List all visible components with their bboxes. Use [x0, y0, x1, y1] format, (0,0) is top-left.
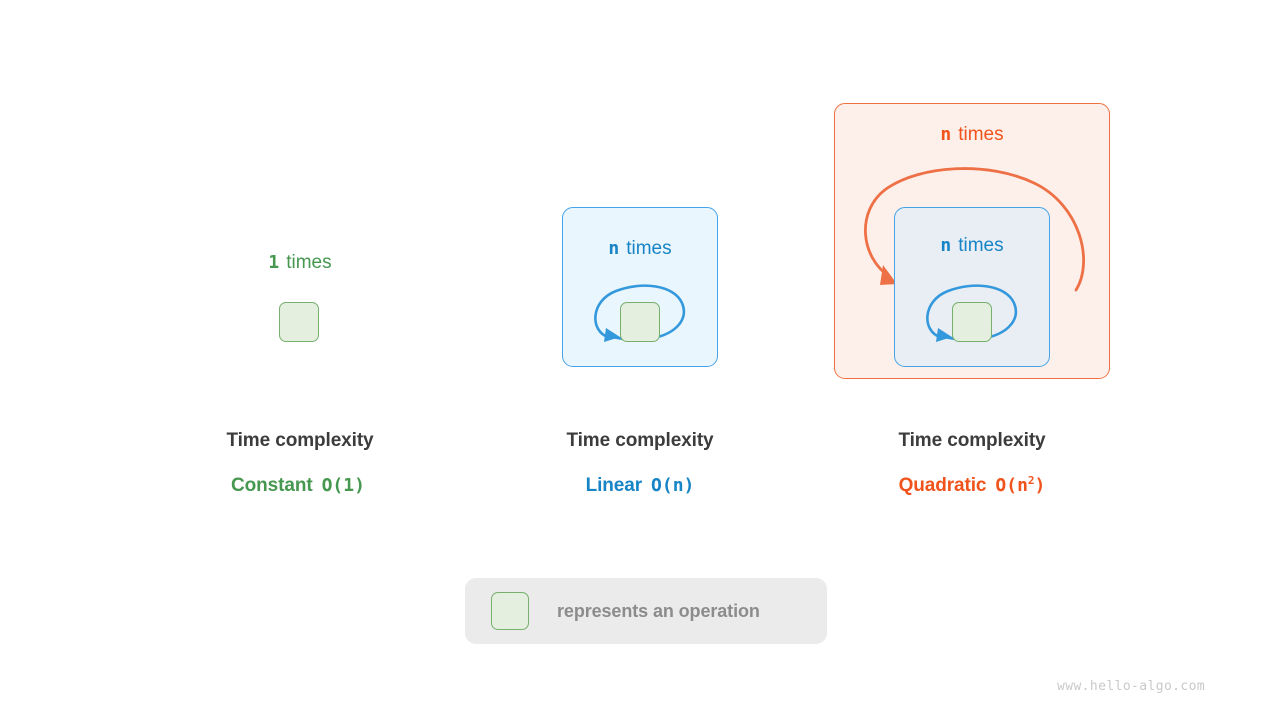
- quadratic-outer-loop-word: times: [958, 124, 1004, 145]
- constant-loop-times-label: 1 times: [180, 252, 420, 274]
- operation-box-icon: [491, 592, 529, 630]
- operation-box-icon: [279, 302, 319, 342]
- quadratic-complexity-label: Quadratic O(n2): [852, 475, 1092, 497]
- quadratic-notation-exponent: 2: [1027, 474, 1035, 487]
- operation-box-icon: [620, 302, 660, 342]
- watermark: www.hello-algo.com: [1057, 679, 1206, 694]
- quadratic-outer-loop-arrow-icon: [864, 167, 1085, 292]
- linear-complexity-name: Linear: [585, 475, 643, 496]
- quadratic-complexity-name: Quadratic: [898, 475, 987, 496]
- quadratic-caption: Time complexity: [898, 430, 1046, 451]
- linear-caption: Time complexity: [566, 430, 714, 451]
- linear-complexity-label: Linear O(n): [520, 475, 760, 497]
- constant-complexity-name: Constant: [231, 475, 313, 496]
- constant-loop-word: times: [286, 252, 332, 273]
- constant-complexity-notation: O(1): [321, 475, 365, 496]
- quadratic-notation-tail: ): [1034, 475, 1046, 496]
- constant-caption: Time complexity: [226, 430, 374, 451]
- quadratic-inner-loop-count: n: [940, 235, 952, 256]
- legend-label: represents an operation: [557, 600, 760, 621]
- linear-loop-count: n: [608, 238, 620, 259]
- legend: represents an operation: [465, 578, 827, 644]
- quadratic-complexity-notation: O(n2): [995, 475, 1045, 496]
- constant-complexity-label: Constant O(1): [178, 475, 418, 497]
- quadratic-notation-base: O(n: [995, 475, 1028, 496]
- linear-complexity-notation: O(n): [651, 475, 695, 496]
- linear-loop-word: times: [626, 238, 672, 259]
- operation-box-icon: [952, 302, 992, 342]
- quadratic-outer-loop-count: n: [940, 124, 952, 145]
- column-constant: 1 times: [180, 100, 420, 380]
- constant-loop-count: 1: [268, 252, 280, 273]
- quadratic-inner-loop-word: times: [958, 235, 1004, 256]
